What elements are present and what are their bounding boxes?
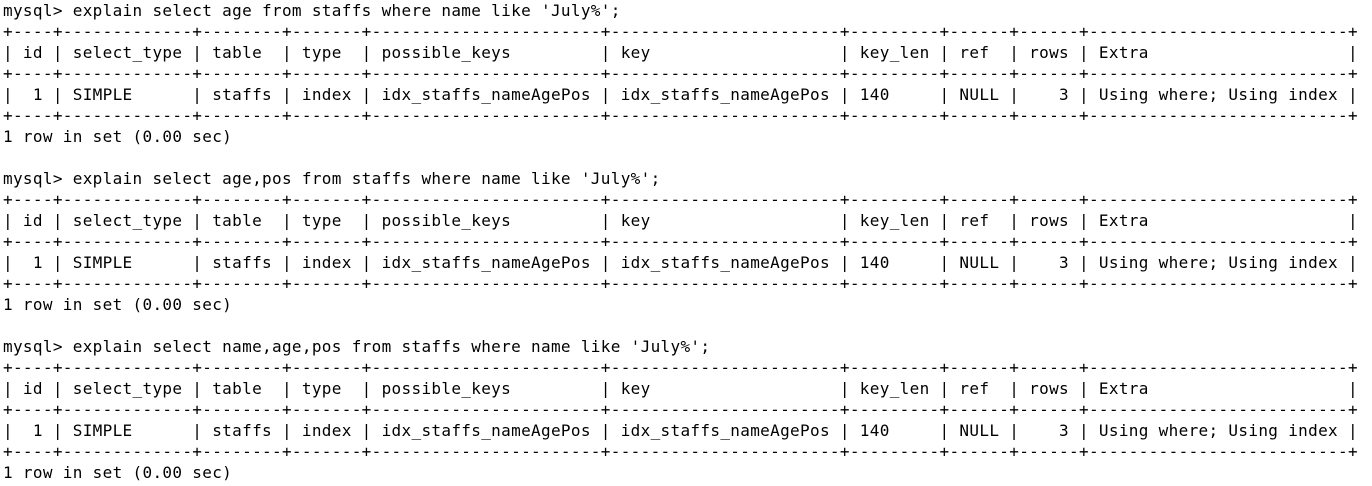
result-summary: 1 row in set (0.00 sec): [3, 463, 233, 482]
table-row: | 1 | SIMPLE | staffs | index | idx_staf…: [3, 85, 1358, 104]
table-border-middle: +----+-------------+--------+-------+---…: [3, 64, 1358, 83]
table-border-top: +----+-------------+--------+-------+---…: [3, 358, 1358, 377]
query-block: mysql> explain select age,pos from staff…: [3, 168, 1372, 336]
table-header-row: | id | select_type | table | type | poss…: [3, 43, 1358, 62]
query-command: mysql> explain select name,age,pos from …: [3, 337, 711, 356]
blank-line: [3, 147, 1372, 168]
blank-line: [3, 315, 1372, 336]
table-border-top: +----+-------------+--------+-------+---…: [3, 190, 1358, 209]
table-row: | 1 | SIMPLE | staffs | index | idx_staf…: [3, 253, 1358, 272]
result-summary: 1 row in set (0.00 sec): [3, 127, 233, 146]
query-block: mysql> explain select name,age,pos from …: [3, 336, 1372, 483]
table-border-middle: +----+-------------+--------+-------+---…: [3, 232, 1358, 251]
query-block: mysql> explain select age from staffs wh…: [3, 0, 1372, 168]
table-border-middle: +----+-------------+--------+-------+---…: [3, 400, 1358, 419]
result-summary: 1 row in set (0.00 sec): [3, 295, 233, 314]
query-command: mysql> explain select age,pos from staff…: [3, 169, 661, 188]
table-border-bottom: +----+-------------+--------+-------+---…: [3, 274, 1358, 293]
table-border-top: +----+-------------+--------+-------+---…: [3, 22, 1358, 41]
query-command: mysql> explain select age from staffs wh…: [3, 1, 621, 20]
table-border-bottom: +----+-------------+--------+-------+---…: [3, 442, 1358, 461]
table-header-row: | id | select_type | table | type | poss…: [3, 211, 1358, 230]
table-border-bottom: +----+-------------+--------+-------+---…: [3, 106, 1358, 125]
table-header-row: | id | select_type | table | type | poss…: [3, 379, 1358, 398]
table-row: | 1 | SIMPLE | staffs | index | idx_staf…: [3, 421, 1358, 440]
